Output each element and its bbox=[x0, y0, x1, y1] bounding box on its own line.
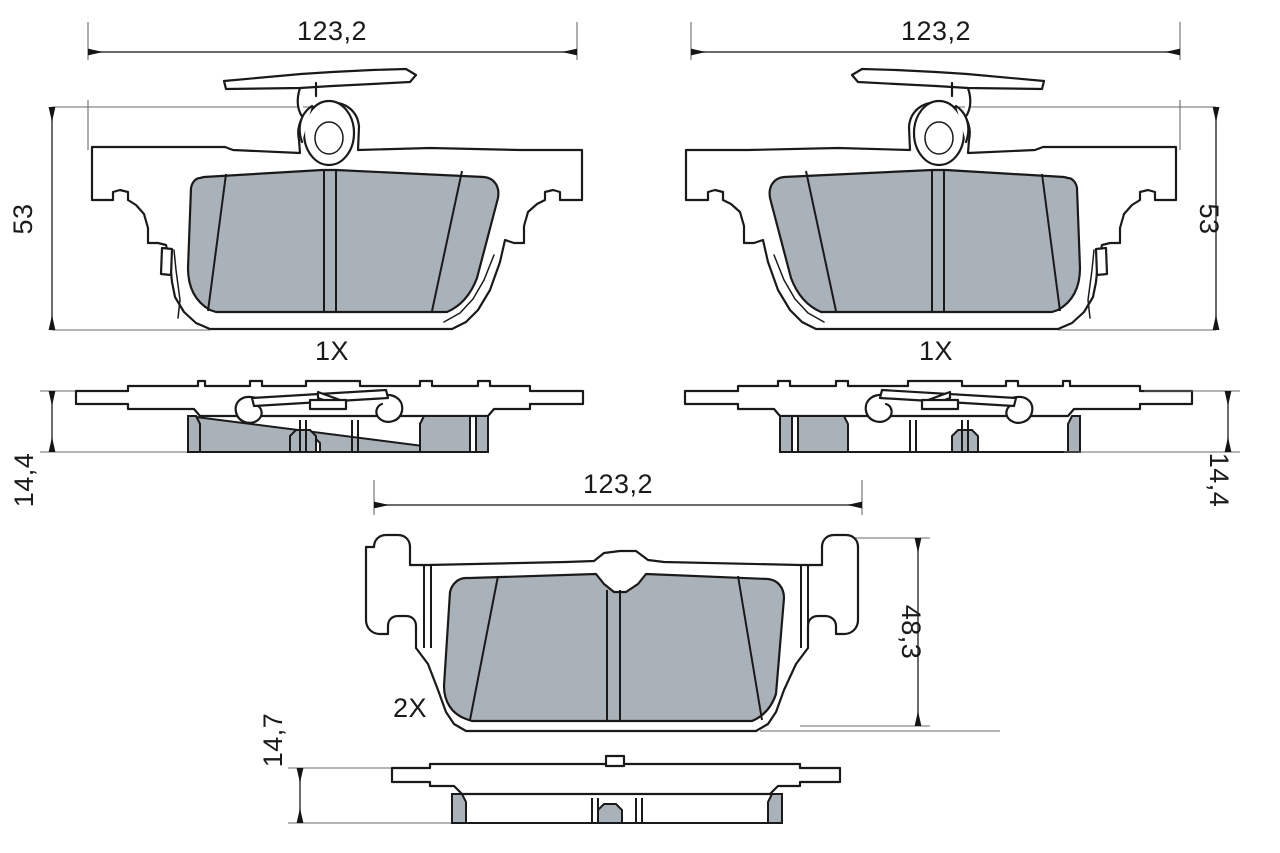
qty-bottom-label: 2X bbox=[393, 693, 427, 723]
inner-side-locating-nub bbox=[604, 754, 626, 768]
qty-top-right-label: 1X bbox=[919, 336, 953, 366]
inner-pad-ear-slots bbox=[423, 566, 809, 648]
inner-pad-front-view: 123,2 48,3 2X bbox=[364, 469, 930, 733]
left-pad-spring-clip bbox=[222, 67, 418, 122]
left-pad-side-view: 14,4 bbox=[9, 379, 585, 508]
left-pad-front-view: 123,2 53 1X bbox=[8, 16, 584, 366]
dim-top-right-height-label: 53 bbox=[1194, 203, 1224, 234]
dim-side-bottom-thickness-label: 14,7 bbox=[258, 713, 288, 768]
inner-pad-side-view: 14,7 bbox=[258, 713, 1000, 824]
left-pad-extension-lines bbox=[52, 22, 578, 331]
left-pad-wear-tab bbox=[159, 246, 174, 277]
dim-top-left-height-label: 53 bbox=[8, 203, 38, 234]
dim-top-left-width: 123,2 bbox=[88, 16, 577, 56]
right-pad-clip-loop bbox=[912, 99, 970, 167]
qty-top-left-label: 1X bbox=[315, 336, 349, 366]
right-pad-front-view bbox=[684, 22, 1216, 331]
dim-top-left-width-label: 123,2 bbox=[297, 16, 367, 46]
inner-side-friction bbox=[451, 793, 783, 824]
dim-side-bottom-thickness: 14,7 bbox=[258, 713, 304, 823]
dim-top-right-height: 53 bbox=[1194, 107, 1224, 330]
right-side-friction-body bbox=[779, 415, 1081, 453]
right-pad-wear-tab bbox=[1094, 246, 1109, 277]
left-side-spring-clip bbox=[234, 388, 404, 424]
inner-side-grooves bbox=[591, 798, 643, 823]
right-side-spring-clip bbox=[864, 388, 1034, 424]
dim-side-left-thickness: 14,4 bbox=[9, 391, 56, 508]
dim-top-left-height: 53 bbox=[8, 107, 56, 330]
right-pad-friction-material bbox=[768, 168, 1082, 314]
left-pad-clip-loop bbox=[298, 99, 356, 167]
left-side-friction-body bbox=[187, 415, 489, 453]
dim-top-right-width: 123,2 bbox=[691, 16, 1180, 56]
left-pad-friction-material bbox=[186, 168, 500, 314]
dim-bottom-width: 123,2 bbox=[374, 469, 862, 509]
dim-side-right-thickness: 14,4 bbox=[1204, 391, 1234, 507]
dim-top-right-width-label: 123,2 bbox=[901, 16, 971, 46]
dim-bottom-height-label: 48,3 bbox=[896, 605, 926, 660]
dim-side-right-thickness-label: 14,4 bbox=[1204, 453, 1234, 508]
inner-pad-friction-material bbox=[442, 572, 786, 723]
dim-side-left-thickness-label: 14,4 bbox=[9, 453, 39, 508]
dim-bottom-height: 48,3 bbox=[896, 538, 926, 726]
dim-bottom-width-label: 123,2 bbox=[583, 469, 653, 499]
right-pad-side-view bbox=[683, 379, 1194, 453]
inner-pad-friction-grooves bbox=[469, 575, 763, 721]
right-pad-extension-lines bbox=[690, 22, 1216, 331]
left-side-grooves bbox=[299, 420, 359, 452]
right-side-extension-lines bbox=[1064, 390, 1240, 453]
right-side-grooves bbox=[909, 420, 969, 452]
